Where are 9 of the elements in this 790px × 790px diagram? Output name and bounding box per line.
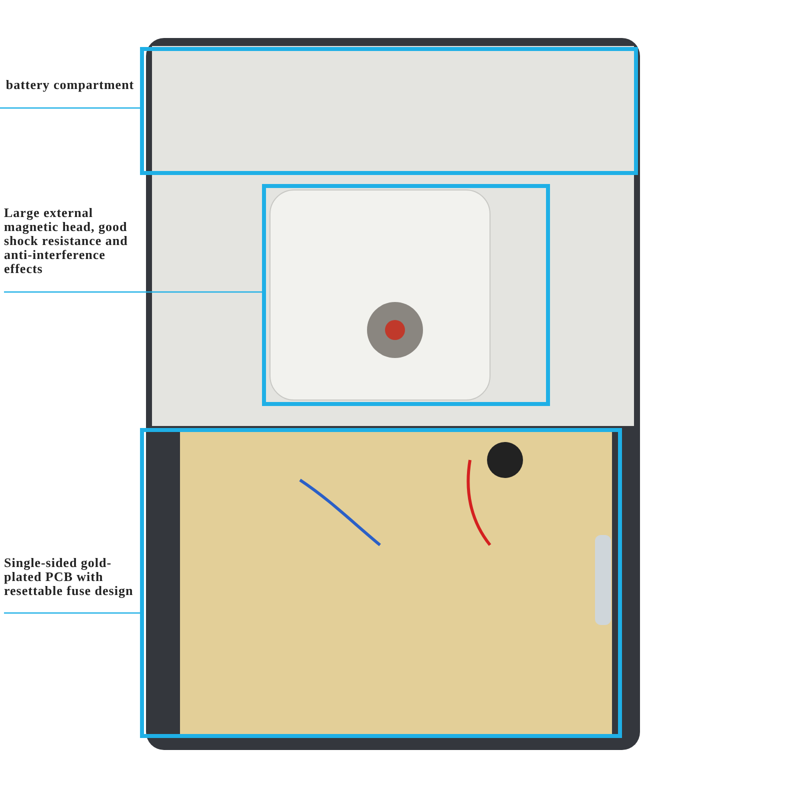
highlight-frame [262,184,550,406]
callout-text: Large external magnetic head, good shock resistance and anti-interference effects [4,206,144,276]
callout-text: battery compartment [0,78,140,92]
callout-text: Single-sided gold-plated PCB with resettable fuse design [4,556,136,598]
leader-line [4,291,262,293]
leader-line [4,612,140,614]
highlight-frame [140,47,638,175]
leader-line [0,107,140,109]
highlight-frame [140,428,622,738]
